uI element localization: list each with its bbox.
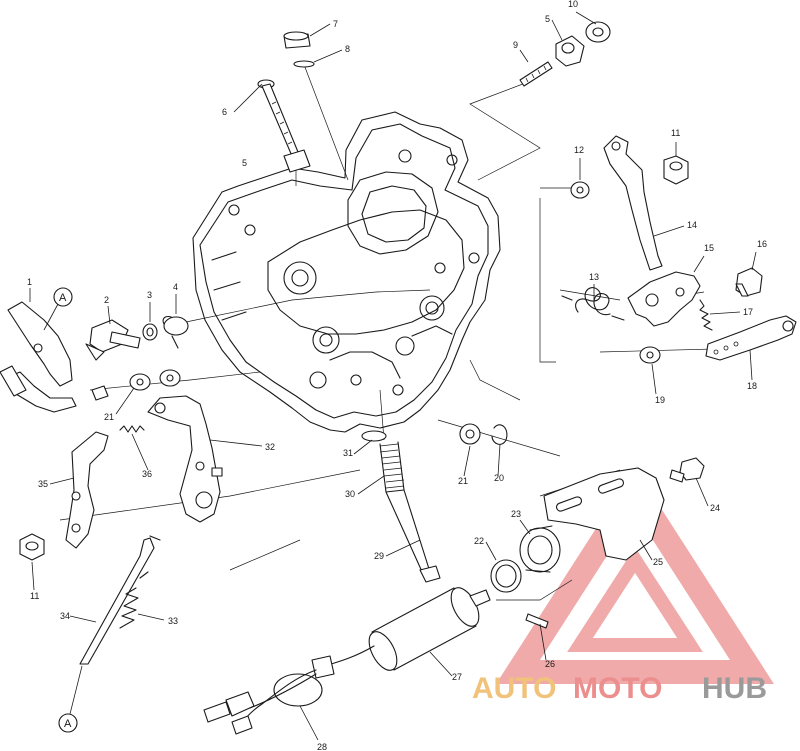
callout-21: 21 [104, 412, 114, 422]
part-rod-29 [385, 489, 441, 583]
crankcase-housing [192, 111, 501, 433]
part-bracket-15 [627, 271, 701, 327]
part-lever-14 [603, 135, 663, 271]
callout-labels: 7 8 10 5 9 6 5 12 11 14 15 16 13 17 18 1… [27, 0, 767, 751]
callout-9: 9 [513, 40, 518, 50]
callout-31: 31 [343, 448, 353, 458]
part-spring-17 [699, 299, 713, 331]
callout-leaders [29, 11, 757, 741]
callout-13: 13 [589, 272, 599, 282]
callout-16: 16 [757, 239, 767, 249]
callout-11: 11 [671, 128, 680, 138]
watermark-auto: AUTO [472, 672, 556, 705]
part-washer-21-left [129, 369, 181, 391]
reference-mark-a-top: A [43, 287, 73, 331]
part-bolt-24 [669, 457, 705, 483]
callout-19: 19 [655, 395, 665, 405]
part-shift-arm-1 [0, 301, 77, 413]
callout-34: 34 [60, 611, 70, 621]
part-bushing-23 [519, 525, 561, 573]
part-nut-11-upper [663, 155, 689, 185]
part-seal-31 [361, 430, 387, 442]
part-lever-32 [147, 395, 223, 523]
callout-36: 36 [142, 469, 152, 479]
part-clip-20 [491, 424, 508, 445]
callout-5: 5 [545, 14, 550, 24]
watermark-hub: HUB [702, 672, 767, 705]
callout-15: 15 [704, 243, 714, 253]
part-spring-4 [162, 315, 189, 349]
callout-27: 27 [452, 672, 462, 682]
part-bolt-6 [257, 79, 311, 173]
callout-10: 10 [568, 0, 578, 9]
callout-14: 14 [687, 220, 697, 230]
callout-20: 20 [494, 473, 504, 483]
watermark-logo-mark [496, 467, 774, 684]
part-nut-11-lower [19, 533, 45, 561]
callout-33: 33 [168, 616, 178, 626]
svg-text:A: A [64, 718, 72, 730]
part-washer-10 [585, 21, 611, 43]
part-plug-16 [735, 267, 763, 297]
callout-26: 26 [545, 659, 555, 669]
callout-30: 30 [345, 489, 355, 499]
part-harness-28 [203, 645, 375, 735]
callout-28: 28 [317, 742, 327, 751]
watermark-moto: MOTO [573, 672, 662, 705]
part-solenoid-27 [368, 587, 491, 671]
part-pin-left [91, 385, 109, 401]
callout-2: 2 [104, 295, 109, 305]
part-washer-19 [639, 346, 661, 364]
callout-11: 11 [30, 591, 39, 601]
watermark-text: AUTO MOTO HUB [472, 672, 767, 705]
callout-4: 4 [173, 282, 178, 292]
callout-21: 21 [458, 476, 468, 486]
part-oring-8 [293, 60, 315, 68]
callout-8: 8 [345, 44, 350, 54]
part-washer-12 [570, 181, 590, 199]
callout-12: 12 [574, 145, 584, 155]
callout-5: 5 [242, 158, 247, 168]
callout-24: 24 [710, 503, 720, 513]
callout-17: 17 [743, 307, 753, 317]
callout-29: 29 [374, 551, 384, 561]
part-pin-26 [525, 613, 549, 629]
reference-mark-a-bottom: A [58, 665, 83, 733]
callout-7: 7 [333, 19, 338, 29]
part-ring-22 [490, 559, 522, 593]
part-spring-13 [561, 287, 625, 321]
callout-25: 25 [653, 557, 663, 567]
callout-1: 1 [27, 277, 32, 287]
svg-text:A: A [59, 292, 67, 304]
part-lever-35 [65, 431, 109, 549]
callout-6: 6 [222, 107, 227, 117]
callout-35: 35 [38, 479, 48, 489]
part-spring-33 [119, 571, 149, 629]
assembly-lines [59, 61, 753, 601]
part-spring-36 [119, 425, 145, 433]
part-shaft-2 [85, 319, 141, 361]
part-stud-9 [519, 61, 553, 87]
callout-3: 3 [147, 290, 152, 300]
part-nut-5 [555, 35, 585, 67]
callout-22: 22 [474, 536, 484, 546]
callout-23: 23 [511, 509, 521, 519]
part-arm-18 [705, 315, 797, 361]
callout-18: 18 [747, 381, 757, 391]
part-link-34 [79, 535, 161, 665]
part-washer-21-right [459, 423, 481, 445]
callout-32: 32 [265, 442, 275, 452]
part-oring-3 [142, 323, 158, 341]
part-bracket-25 [543, 467, 665, 561]
part-spring-30 [379, 441, 405, 493]
part-plug-7 [283, 31, 311, 49]
